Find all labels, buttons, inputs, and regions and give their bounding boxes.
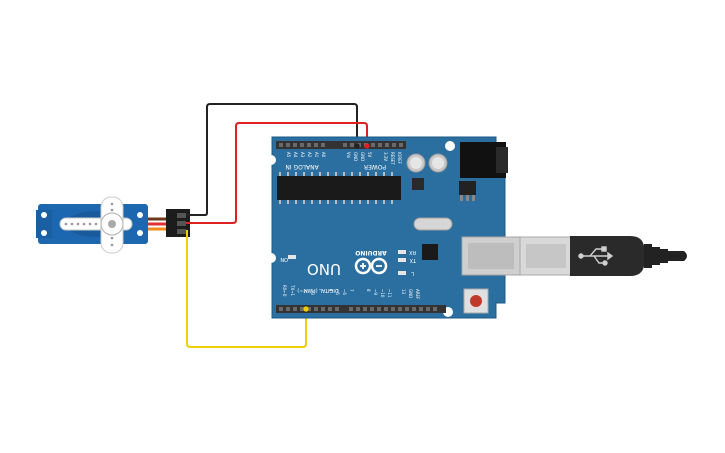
indicator-leds <box>288 250 406 275</box>
reset-button[interactable] <box>463 288 489 314</box>
led-label-l: L <box>411 270 414 276</box>
pin-label-2: 2 <box>303 289 308 292</box>
pin-label-a3: A3 <box>300 152 305 158</box>
digital-header <box>276 305 446 313</box>
small-ic <box>412 178 424 190</box>
pin-label-9: ~9 <box>373 289 378 295</box>
on-label: ON <box>280 256 288 262</box>
pin-label-11: ~11 <box>387 289 392 298</box>
signal-wire[interactable] <box>186 230 307 348</box>
pin-label-vin: Vin <box>346 152 351 159</box>
pin-label-tx1: TX→1 <box>290 284 295 297</box>
mounting-hole <box>445 141 455 151</box>
power-wire[interactable] <box>186 122 368 224</box>
usb-cable[interactable] <box>519 236 687 276</box>
pin-label-gnd1: GND <box>360 152 365 161</box>
pin-label-3v3: 3.3V <box>383 152 388 161</box>
analog-pin-labels: A0 A1 A2 A3 A4 A5 <box>286 152 326 158</box>
dc-barrel-jack[interactable] <box>460 142 508 178</box>
cable-strain-relief <box>644 244 687 268</box>
voltage-regulator <box>459 181 476 195</box>
servo-horn[interactable] <box>59 196 133 254</box>
pin-label-a2: A2 <box>307 152 312 158</box>
led-label-rx: RX <box>409 249 416 255</box>
crystal-oscillator <box>413 217 453 231</box>
pin-label-4: 4 <box>328 289 333 292</box>
led-label-tx: TX <box>409 257 417 263</box>
pin-label-gnd2: GND <box>353 152 358 161</box>
pin-label-rx0: RX←0 <box>282 285 287 297</box>
pin-label-10: ~10 <box>380 289 385 298</box>
pin-label-8: 8 <box>366 289 371 292</box>
power-analog-header <box>276 141 406 149</box>
pin-label-ioref: IOREF <box>397 152 402 165</box>
pin-label-3: ~3 <box>310 289 315 295</box>
servo-mount-left <box>36 210 52 238</box>
servo-motor[interactable] <box>36 196 190 254</box>
servo-leads <box>148 217 168 231</box>
arduino-uno-board[interactable]: POWER ANALOG IN IOREF RESET 3.3V 5V GND … <box>266 136 521 319</box>
atmega-chip <box>277 172 401 204</box>
mounting-hole <box>266 253 276 263</box>
pin-label-13: 13 <box>401 289 406 295</box>
analog-header-label: ANALOG IN <box>285 163 318 170</box>
pin-label-5v: 5V <box>367 152 372 158</box>
usb-symbol-icon <box>578 246 614 266</box>
power-pin-labels: IOREF RESET 3.3V 5V GND GND Vin <box>346 152 402 165</box>
pin-label-reset: RESET <box>390 152 395 165</box>
pin-label-gnd-digital: GND <box>408 289 413 298</box>
pin-label-7: 7 <box>349 289 354 292</box>
arduino-logo <box>354 257 388 275</box>
pin-label-5: ~5 <box>335 289 340 295</box>
pin-label-a5: A5 <box>286 152 291 158</box>
uno-model-label: UNO <box>307 260 341 278</box>
pin-label-a4: A4 <box>293 152 298 158</box>
ground-wire[interactable] <box>186 103 358 216</box>
pin-label-6: ~6 <box>342 289 347 295</box>
usb-controller-chip <box>422 244 438 260</box>
pin-label-a0: A0 <box>321 152 326 158</box>
digital-header-label: DIGITAL (PWM~) <box>297 287 339 293</box>
arduino-brand: ARDUINO <box>355 249 386 256</box>
mounting-hole <box>266 155 276 165</box>
power-header-label: POWER <box>364 163 386 170</box>
pin-label-aref: AREF <box>415 289 420 300</box>
pin-label-a1: A1 <box>314 152 319 158</box>
digital-pin-labels: AREF GND 13 ~11 ~10 ~9 8 7 ~6 ~5 4 ~3 2 … <box>282 284 420 300</box>
